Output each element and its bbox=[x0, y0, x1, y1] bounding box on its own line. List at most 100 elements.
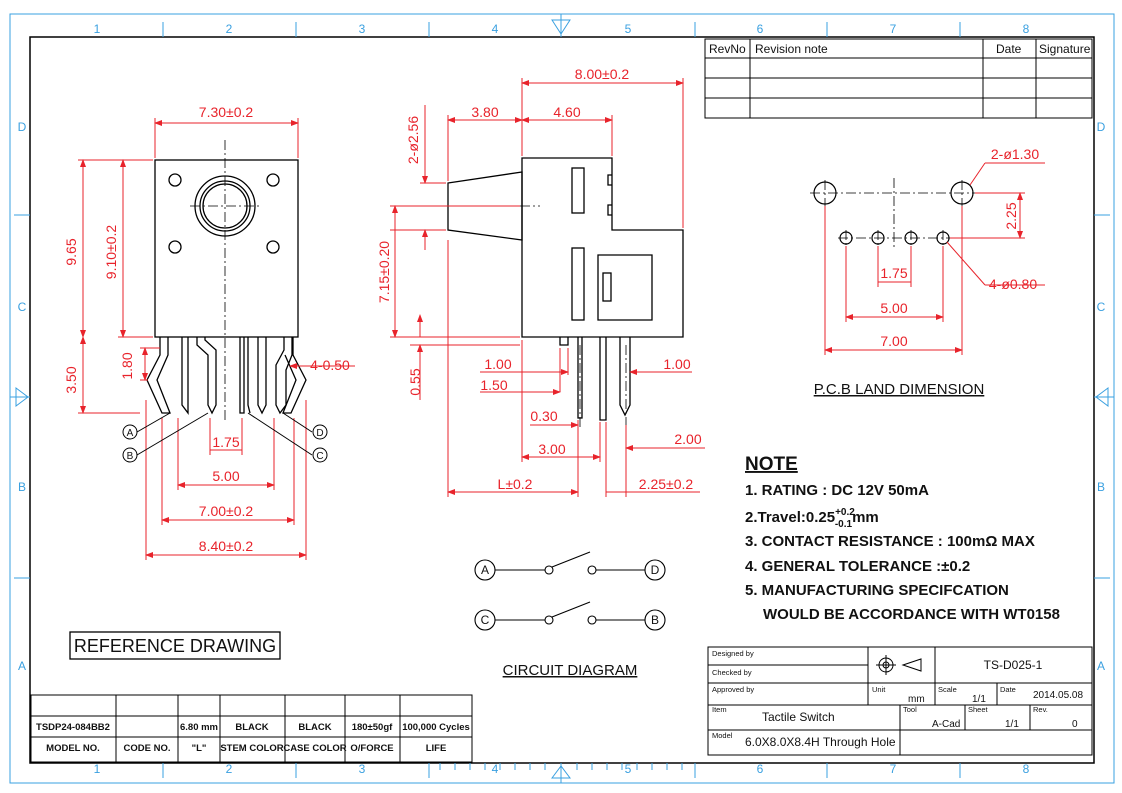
pin-c-label: C bbox=[316, 451, 323, 462]
col-label: 3 bbox=[359, 22, 366, 36]
model-header: O/FORCE bbox=[350, 743, 393, 754]
dim-3-00: 3.00 bbox=[538, 441, 565, 457]
dim-pitch-mid: 5.00 bbox=[212, 468, 239, 484]
checked-by-label: Checked by bbox=[712, 668, 752, 677]
note-heading: NOTE bbox=[745, 454, 798, 475]
tool-value: A-Cad bbox=[932, 719, 960, 730]
rev-header: Date bbox=[996, 42, 1022, 56]
row-label: B bbox=[1097, 480, 1105, 494]
approved-by-label: Approved by bbox=[712, 685, 754, 694]
scale-value: 1/1 bbox=[972, 694, 986, 705]
front-dimension-lines bbox=[78, 118, 355, 560]
pcb-land bbox=[813, 181, 974, 245]
dim-pcb-700: 7.00 bbox=[880, 333, 907, 349]
col-label: 7 bbox=[890, 22, 897, 36]
inner-frame bbox=[29, 36, 1095, 764]
reference-label: REFERENCE DRAWING bbox=[74, 636, 276, 656]
front-view bbox=[146, 159, 307, 415]
dim-stem-length: 3.80 bbox=[471, 104, 498, 120]
pin-c-marker bbox=[312, 447, 328, 463]
model-value: 100,000 Cycles bbox=[402, 722, 470, 733]
dim-height-body: 9.10±0.2 bbox=[103, 225, 119, 280]
model-header: MODEL NO. bbox=[46, 743, 100, 754]
col-label: 6 bbox=[757, 762, 764, 776]
sheet-value: 1/1 bbox=[1005, 719, 1019, 730]
pin-b-label: B bbox=[127, 451, 134, 462]
side-view bbox=[447, 157, 684, 421]
reference-box bbox=[69, 631, 281, 660]
col-label: 4 bbox=[492, 22, 499, 36]
dim-pcb-500: 5.00 bbox=[880, 300, 907, 316]
dim-2-25: 2.25±0.2 bbox=[639, 476, 694, 492]
col-label: 6 bbox=[757, 22, 764, 36]
side-centerlines bbox=[430, 205, 627, 430]
unit-value: mm bbox=[908, 694, 925, 705]
model-value: BLACK bbox=[298, 722, 331, 733]
col-label: 8 bbox=[1023, 22, 1030, 36]
row-label: B bbox=[18, 480, 26, 494]
circuit-pin-c: C bbox=[481, 613, 490, 627]
row-label: C bbox=[1097, 300, 1106, 314]
dim-side-width: 8.00±0.2 bbox=[575, 66, 630, 82]
pcb-title: P.C.B LAND DIMENSION bbox=[814, 381, 985, 398]
dim-2-00: 2.00 bbox=[674, 431, 701, 447]
rev-header: Signature bbox=[1039, 42, 1091, 56]
dim-0-30: 0.30 bbox=[530, 408, 557, 424]
dim-pcb-175: 1.75 bbox=[880, 265, 907, 281]
dim-leg-thickness: 4-0.50 bbox=[310, 357, 350, 373]
pcb-dimension-lines bbox=[824, 162, 1045, 355]
col-label: 4 bbox=[492, 762, 499, 776]
designed-by-label: Designed by bbox=[712, 649, 754, 658]
col-label: 2 bbox=[226, 762, 233, 776]
pin-b-marker bbox=[122, 447, 138, 463]
dim-stem-length-l: L±0.2 bbox=[498, 476, 533, 492]
pin-a-marker bbox=[122, 424, 138, 440]
model-label: Model bbox=[712, 731, 733, 740]
row-label: C bbox=[18, 300, 27, 314]
dim-hole-small: 4-ø0.80 bbox=[989, 276, 1037, 292]
model-value: 6.80 mm bbox=[180, 722, 218, 733]
model-header: LIFE bbox=[426, 743, 447, 754]
model-value: 180±50gf bbox=[352, 722, 393, 733]
rev-header: Revision note bbox=[755, 42, 828, 56]
rev-header: RevNo bbox=[709, 42, 746, 56]
doc-number: TS-D025-1 bbox=[984, 658, 1043, 672]
circuit-pin-a: A bbox=[481, 563, 489, 577]
model-value: TSDP24-084BB2 bbox=[36, 722, 110, 733]
dim-base-offset: 0.55 bbox=[407, 368, 423, 395]
date-value: 2014.05.08 bbox=[1033, 690, 1083, 701]
model-value-text: 6.0X8.0X8.4H Through Hole bbox=[745, 735, 896, 749]
dim-width-top: 7.30±0.2 bbox=[199, 104, 254, 120]
rev-label: Rev. bbox=[1033, 705, 1048, 714]
col-label: 2 bbox=[226, 22, 233, 36]
dim-stem-dia: 2-ø2.56 bbox=[405, 116, 421, 164]
note-line-5a: 5. MANUFACTURING SPECIFCATION bbox=[745, 582, 1009, 599]
dim-pitch-outer: 7.00±0.2 bbox=[199, 503, 254, 519]
front-centerlines bbox=[190, 140, 260, 420]
circuit-pin-d: D bbox=[651, 563, 660, 577]
dim-overall-width: 8.40±0.2 bbox=[199, 538, 254, 554]
col-label: 1 bbox=[94, 22, 101, 36]
rev-value: 0 bbox=[1072, 719, 1078, 730]
side-dimension-lines bbox=[390, 78, 705, 497]
dim-body-depth: 4.60 bbox=[553, 104, 580, 120]
scale-label: Scale bbox=[938, 685, 957, 694]
dim-1-00-right: 1.00 bbox=[663, 356, 690, 372]
zone-ticks bbox=[10, 14, 1114, 783]
tool-label: Tool bbox=[903, 705, 917, 714]
dim-hole-large: 2-ø1.30 bbox=[991, 146, 1039, 162]
pin-d-label: D bbox=[316, 428, 323, 439]
col-label: 5 bbox=[625, 762, 632, 776]
unit-label: Unit bbox=[872, 685, 886, 694]
dim-leg-bend: 1.80 bbox=[119, 352, 135, 379]
circuit-title: CIRCUIT DIAGRAM bbox=[503, 662, 638, 679]
note-line-3: 3. CONTACT RESISTANCE : 100mΩ MAX bbox=[745, 533, 1035, 550]
dim-1-00-left: 1.00 bbox=[484, 356, 511, 372]
col-label: 8 bbox=[1023, 762, 1030, 776]
dim-pcb-225: 2.25 bbox=[1003, 202, 1019, 229]
pcb-centerlines bbox=[810, 178, 980, 250]
pin-a-label: A bbox=[127, 428, 134, 439]
title-block bbox=[707, 646, 1093, 756]
circuit-diagram bbox=[474, 551, 666, 631]
